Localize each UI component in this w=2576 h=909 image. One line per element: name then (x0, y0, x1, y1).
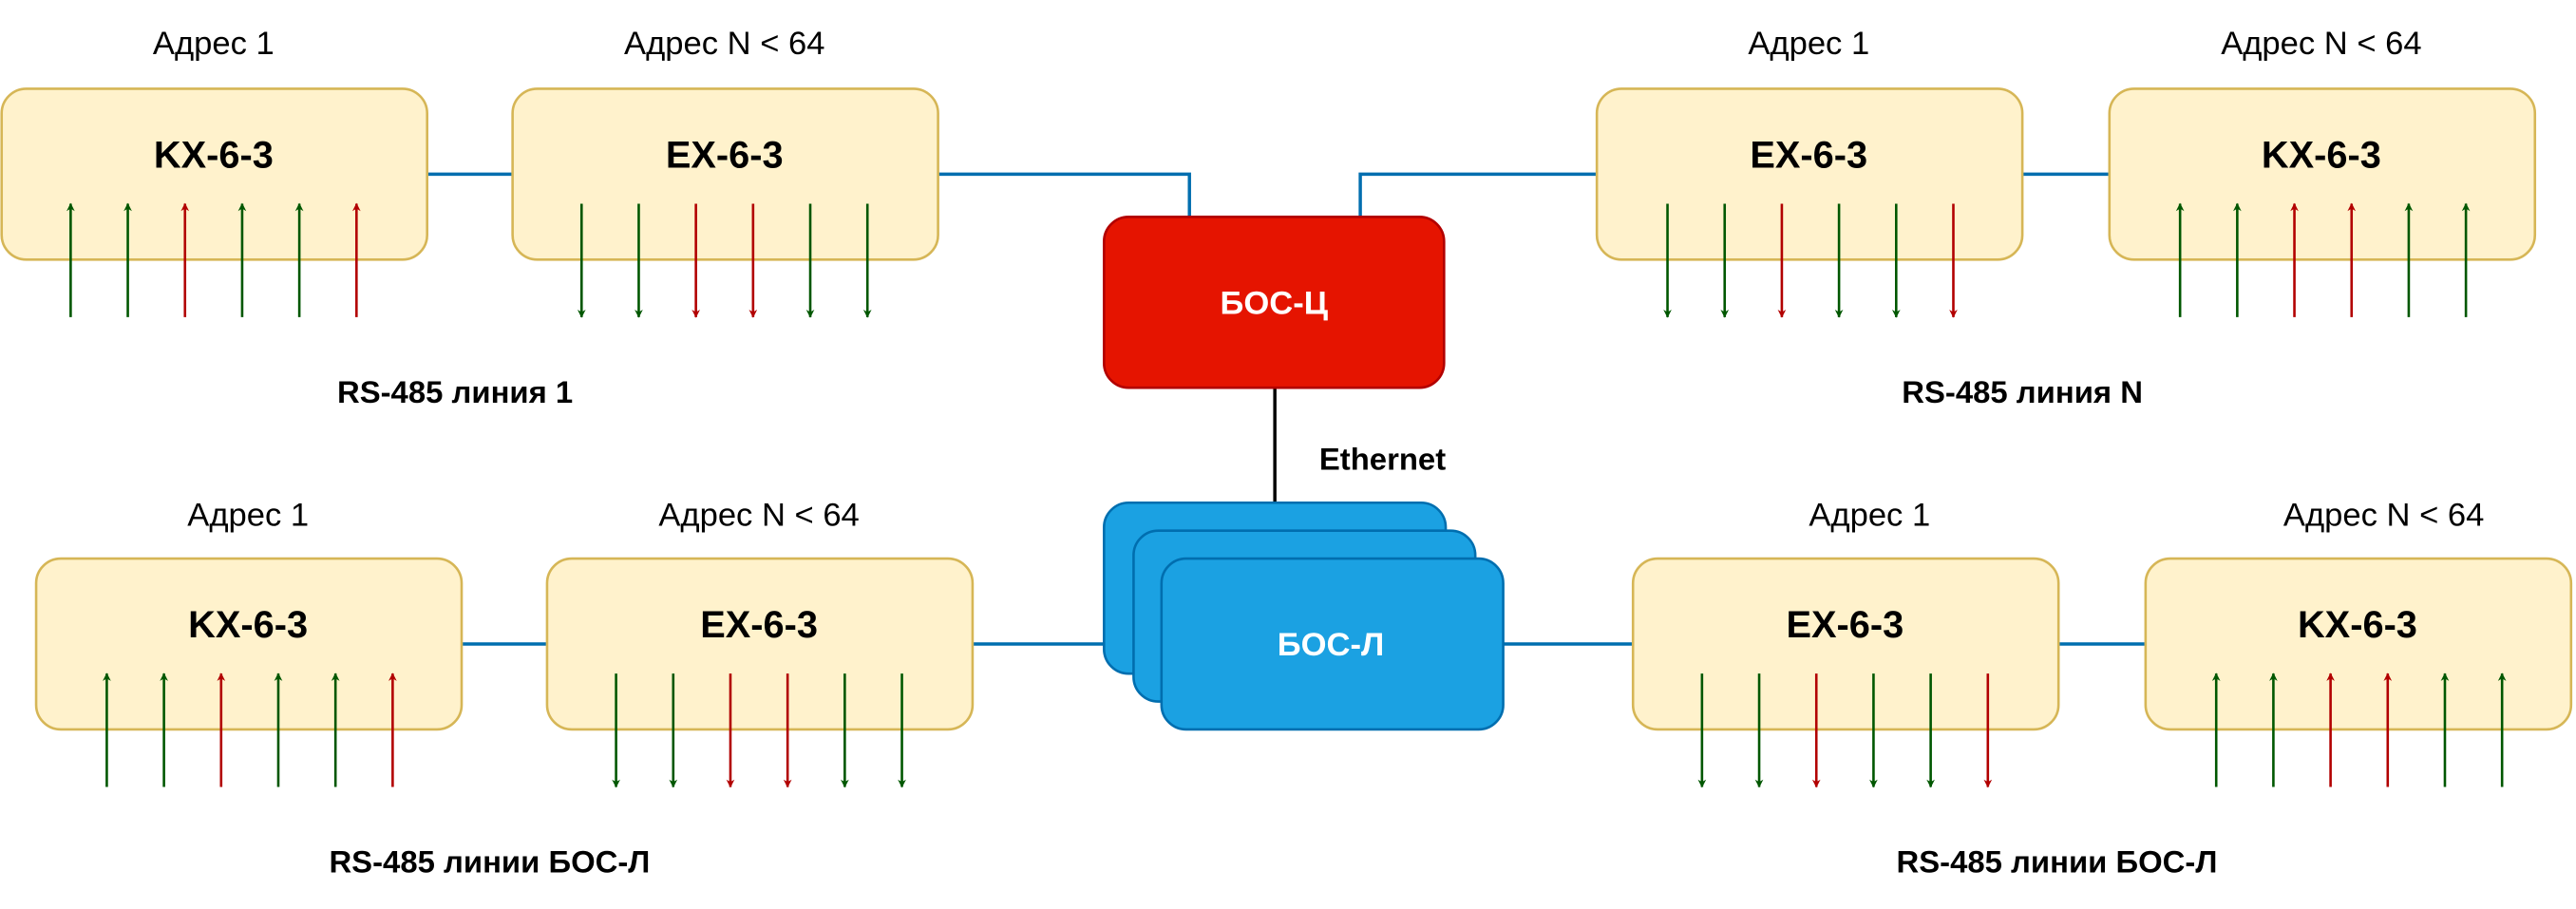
signal-arrows (66, 202, 361, 317)
bos-l-block-front[interactable] (1160, 557, 1505, 731)
ethernet-label: Ethernet (1319, 442, 1446, 477)
module-name: KX-6-3 (2298, 604, 2417, 646)
module-name: EX-6-3 (1750, 134, 1867, 176)
signal-arrows (2175, 202, 2471, 317)
module-address-label: Адрес 1 (1748, 26, 1869, 62)
signal-arrows (1697, 673, 1993, 788)
bos-l-hub-stack[interactable]: БОС-Л (1102, 501, 1505, 731)
rs485-line-caption: RS-485 линия 1 (337, 374, 573, 409)
module-address-label: Адрес N < 64 (658, 497, 859, 533)
module-address-label: Адрес N < 64 (624, 26, 824, 62)
module-kx-6-3[interactable] (2108, 87, 2537, 261)
signal-arrows (2211, 672, 2507, 787)
module-kx-6-3[interactable] (0, 87, 428, 261)
module-address-label: Адрес 1 (153, 26, 275, 62)
module-address-label: Адрес 1 (187, 497, 309, 533)
module-kx-6-3[interactable] (2144, 557, 2573, 731)
group-bottom-left: Адрес 1 KX-6-3 Адрес N < 64 EX-6-3 RS-48… (34, 497, 975, 879)
group-top-right: Адрес 1 EX-6-3 Адрес N < 64 KX-6-3 RS-48… (1595, 26, 2537, 409)
signal-arrows (1663, 203, 1958, 318)
module-name: KX-6-3 (2262, 134, 2381, 176)
module-kx-6-3[interactable] (34, 557, 464, 731)
group-bottom-right: Адрес 1 EX-6-3 Адрес N < 64 KX-6-3 RS-48… (1631, 497, 2573, 879)
module-address-label: Адрес N < 64 (2283, 497, 2484, 533)
module-ex-6-3[interactable] (1595, 87, 2024, 261)
module-name: KX-6-3 (154, 134, 274, 176)
module-ex-6-3[interactable] (545, 557, 975, 731)
signal-arrows (103, 672, 397, 787)
bus-line-top-left-to-bos-c (938, 172, 1191, 218)
module-ex-6-3[interactable] (511, 87, 939, 261)
module-name: EX-6-3 (666, 134, 784, 176)
connectors (426, 172, 2146, 646)
signal-arrows (577, 203, 872, 318)
bos-c-label: БОС-Ц (1221, 285, 1329, 321)
module-address-label: Адрес N < 64 (2221, 26, 2421, 62)
module-ex-6-3[interactable] (1631, 557, 2060, 731)
rs485-line-caption: RS-485 линии БОС-Л (329, 843, 650, 879)
group-top-left: Адрес 1 KX-6-3 Адрес N < 64 EX-6-3 RS-48… (0, 26, 939, 409)
module-name: EX-6-3 (1786, 604, 1904, 646)
bus-line-top-right-to-bos-c (1358, 172, 1598, 218)
rs485-line-caption: RS-485 линии БОС-Л (1896, 843, 2217, 879)
bos-c-hub[interactable]: БОС-Ц (1102, 216, 1446, 389)
module-address-label: Адрес 1 (1809, 497, 1930, 533)
bos-c-block[interactable] (1102, 216, 1446, 389)
bos-l-label: БОС-Л (1278, 627, 1385, 663)
signal-arrows (612, 673, 906, 788)
module-name: KX-6-3 (188, 604, 308, 646)
rs485-line-caption: RS-485 линия N (1902, 374, 2143, 409)
module-name: EX-6-3 (700, 604, 818, 646)
